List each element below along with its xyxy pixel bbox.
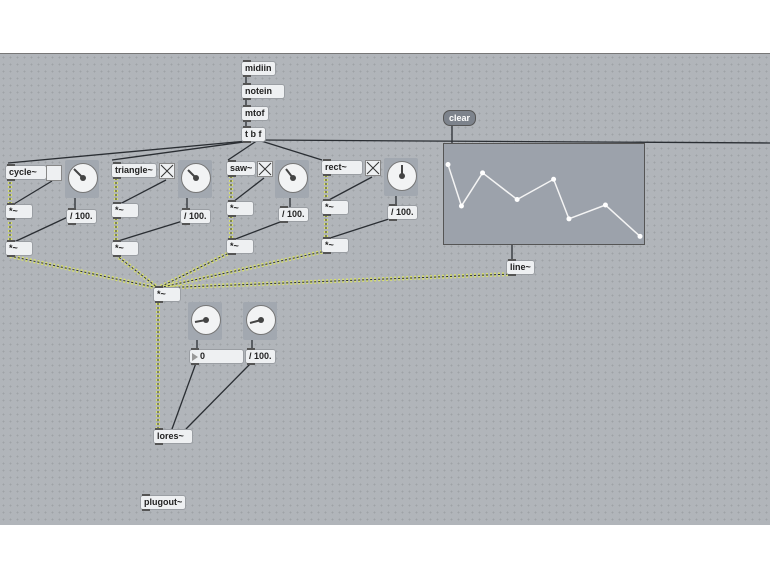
dial[interactable] <box>178 160 212 198</box>
toggle[interactable] <box>365 160 381 176</box>
plugout-object[interactable]: plugout~ <box>140 494 187 511</box>
divide-object[interactable]: / 100. <box>66 208 97 225</box>
function-point[interactable] <box>551 176 557 182</box>
dial[interactable] <box>65 160 99 198</box>
mix-multiply-object[interactable]: *~ <box>153 286 181 303</box>
function-point[interactable] <box>566 216 572 222</box>
toggle[interactable] <box>257 161 273 177</box>
midiin-object[interactable]: midiin <box>241 60 276 77</box>
function-point[interactable] <box>445 162 451 168</box>
cutoff-number-box[interactable]: 0 <box>189 348 244 365</box>
osc-object[interactable]: saw~ <box>226 160 257 177</box>
divide-object[interactable]: / 100. <box>245 348 276 365</box>
osc-object[interactable]: cycle~ <box>5 164 47 181</box>
notein-object[interactable]: notein <box>241 83 285 100</box>
multiply-signal-object[interactable]: *~ <box>5 203 33 220</box>
multiply-signal-object[interactable]: *~ <box>321 237 349 254</box>
number-arrow-icon <box>192 353 198 361</box>
line-object[interactable]: line~ <box>506 259 535 276</box>
dial[interactable] <box>275 160 309 198</box>
multiply-signal-object[interactable]: *~ <box>226 238 254 255</box>
function-point[interactable] <box>602 202 608 208</box>
divide-object[interactable]: / 100. <box>387 204 418 221</box>
multiply-signal-object[interactable]: *~ <box>321 199 349 216</box>
mtof-object[interactable]: mtof <box>241 105 269 122</box>
function-line <box>447 164 641 237</box>
function-point[interactable] <box>458 203 464 209</box>
trigger-object[interactable]: t b f <box>241 126 266 143</box>
cutoff-dial[interactable] <box>188 302 222 340</box>
toggle[interactable] <box>46 165 62 181</box>
multiply-signal-object[interactable]: *~ <box>226 200 254 217</box>
resonance-dial[interactable] <box>243 302 277 340</box>
toggle[interactable] <box>159 163 175 179</box>
osc-object[interactable]: rect~ <box>321 159 363 176</box>
patcher-canvas[interactable] <box>0 53 770 525</box>
divide-object[interactable]: / 100. <box>180 208 211 225</box>
function-point[interactable] <box>514 197 520 203</box>
number-value: 0 <box>200 351 206 361</box>
clear-message-button[interactable]: clear <box>443 110 477 126</box>
lores-object[interactable]: lores~ <box>153 428 193 445</box>
multiply-signal-object[interactable]: *~ <box>5 240 33 257</box>
divide-object[interactable]: / 100. <box>278 206 309 223</box>
multiply-signal-object[interactable]: *~ <box>111 240 139 257</box>
dial[interactable] <box>384 158 418 196</box>
osc-object[interactable]: triangle~ <box>111 162 157 179</box>
function-point[interactable] <box>637 233 643 239</box>
function-point[interactable] <box>480 170 486 176</box>
function-breakpoint-editor[interactable] <box>443 143 645 245</box>
multiply-signal-object[interactable]: *~ <box>111 202 139 219</box>
function-graph <box>445 162 643 239</box>
